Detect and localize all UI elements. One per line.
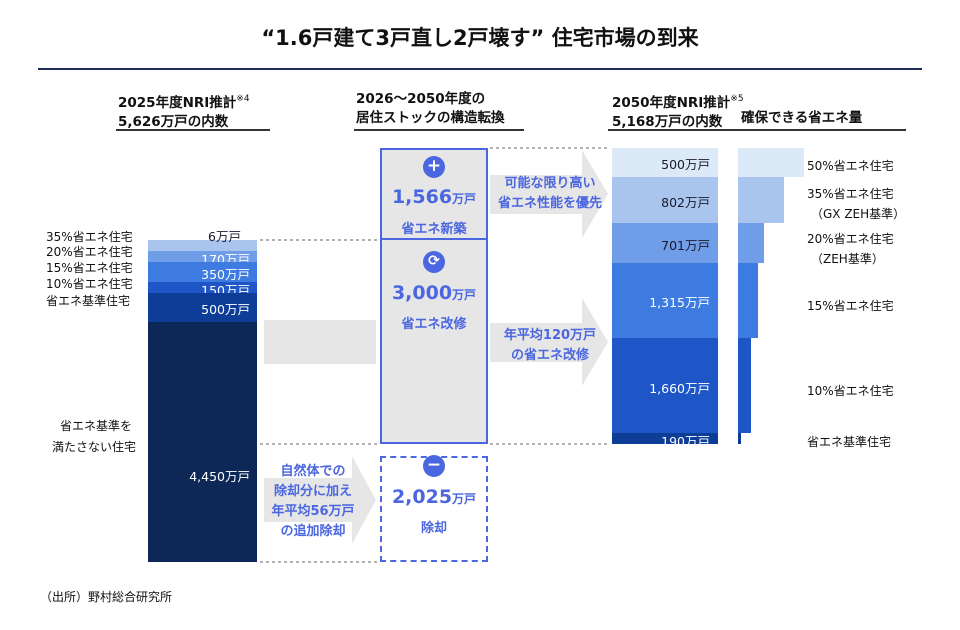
demolition-unit: 万戸 [452,492,477,506]
energy-saving-step [738,176,785,223]
col3-header-line1: 2050年度NRI推計 [612,95,731,111]
arrow-top-line1: 可能な限り高い [504,176,596,191]
arrow-mid-text: 年平均120万戸 の省エネ改修 [490,326,610,366]
renovation-box [380,240,488,444]
arrow-bottom-line1: 自然体での [280,464,346,479]
bar-2050-value-label: 1,315万戸 [649,295,710,311]
renovation-unit: 万戸 [452,288,477,302]
arrow-renovation-body [264,320,376,364]
refresh-icon: ⟳ [423,251,445,273]
bar-2050-category-label: 15%省エネ住宅 [807,299,894,313]
source-note: （出所）野村総合研究所 [40,590,173,604]
col1-header-line1: 2025年度NRI推計 [118,95,237,111]
bar-2025-segment [148,321,257,562]
new-build-value-line: 1,566万戸 [380,186,488,208]
energy-saving-steps [738,0,818,630]
bar-2050-segment [612,222,718,263]
bar-2050-segment [612,433,718,444]
bar-2025-category-label: 35%省エネ住宅 [46,230,133,244]
arrow-mid-line1: 年平均120万戸 [503,328,597,343]
bar-2025-category-label: 10%省エネ住宅 [46,277,133,291]
demolition-value-line: 2,025万戸 [380,486,488,508]
renovation-value: 3,000 [391,282,453,304]
title-rule [38,68,922,70]
demolition-value: 2,025 [391,486,453,508]
energy-saving-step [738,262,758,339]
bar-2050-category-label: 20%省エネ住宅（ZEH基準） [807,232,894,266]
bar-2025-category-label: 省エネ基準住宅 [46,294,131,308]
col1-header-line2: 5,626万戸の内数 [118,114,229,130]
bar-2050-value-label: 500万戸 [661,157,710,173]
arrow-mid-line2: の省エネ改修 [510,348,589,363]
arrow-bottom-line4: の追加除却 [280,524,346,539]
bar-2025-value-label: 4,450万戸 [189,468,250,484]
chart-title: “1.6戸建て3戸直し2戸壊す” 住宅市場の到来 [261,26,699,50]
col2-header: 2026〜2050年度の 居住ストックの構造転換 [356,90,505,128]
bar-2025-segment [148,251,257,262]
col3-header-right: 確保できる省エネ量 [741,110,863,126]
arrow-bottom-line3: 年平均56万戸 [271,504,355,519]
bar-2025-category-label: 15%省エネ住宅 [46,261,133,275]
bar-2050-category-label: 省エネ基準住宅 [807,435,892,449]
energy-saving-step [738,222,765,263]
arrow-bottom-text: 自然体での 除却分に加え 年平均56万戸 の追加除却 [258,462,368,542]
col2-header-line1: 2026〜2050年度の [356,91,486,107]
bar-2050-segment [612,148,718,177]
col3-header-line2: 5,168万戸の内数 [612,114,723,130]
bar-2025-segment [148,293,257,322]
new-build-value: 1,566 [391,186,453,208]
bar-2050: 500万戸 802万戸 701万戸 1,315万戸 1,660万戸 190万戸 [612,0,718,630]
col3-header-underline [608,129,906,131]
bar-2050-category-labels: 50%省エネ住宅 35%省エネ住宅（GX ZEH基準） 20%省エネ住宅（ZEH基準… [800,0,960,630]
minus-icon: − [423,455,445,477]
arrow-renovated [490,298,608,386]
bar-2025-segment [148,262,257,283]
arrow-new-build [490,150,608,238]
bar-2050-value-label: 802万戸 [661,194,710,210]
bar-2050-segment [612,338,718,434]
bar-2050-segment [612,176,718,223]
col1-header-underline [116,129,270,131]
arrow-top-line2: 省エネ性能を優先 [497,196,602,211]
bar-2025-segment [148,240,257,251]
col1-header-note: ※4 [236,94,250,104]
bar-2025-category-label: 20%省エネ住宅 [46,245,133,259]
energy-saving-step [738,148,804,177]
bar-2050-category-label: 10%省エネ住宅 [807,384,894,398]
new-build-label: 省エネ新築 [401,222,467,237]
demolition-label: 除却 [420,521,447,536]
bar-2025-value-label: 6万戸 [208,229,241,244]
bar-2050-value-label: 190万戸 [661,433,710,449]
new-build-unit: 万戸 [452,192,477,206]
col3-header: 2050年度NRI推計※5 5,168万戸の内数 [612,90,744,132]
bar-2050-category-label: 35%省エネ住宅（GX ZEH基準） [807,187,906,221]
energy-saving-step [738,338,752,434]
renovation-value-line: 3,000万戸 [380,282,488,304]
renovation-label: 省エネ改修 [401,317,467,332]
col2-header-line2: 居住ストックの構造転換 [356,110,505,126]
bar-2050-value-label: 1,660万戸 [649,380,710,396]
col2-header-underline [354,129,524,131]
col1-header: 2025年度NRI推計※4 5,626万戸の内数 [118,90,250,132]
bar-2025-value-label: 350万戸 [201,267,250,283]
bar-2050-category-label: 50%省エネ住宅 [807,159,894,173]
arrow-top-text: 可能な限り高い 省エネ性能を優先 [490,174,610,214]
bar-2025-category-label: 省エネ基準を満たさない住宅 [52,419,137,454]
bar-2025-value-label: 500万戸 [201,302,250,318]
bar-2050-segment [612,262,718,339]
new-build-box [380,148,488,240]
arrow-demolition [264,456,376,544]
col3-header-note: ※5 [730,94,744,104]
plus-icon: + [423,156,445,178]
bar-2025-segment [148,282,257,294]
arrow-bottom-line2: 除却分に加え [273,484,352,499]
bar-2050-value-label: 701万戸 [661,237,710,253]
energy-saving-step [738,433,741,444]
